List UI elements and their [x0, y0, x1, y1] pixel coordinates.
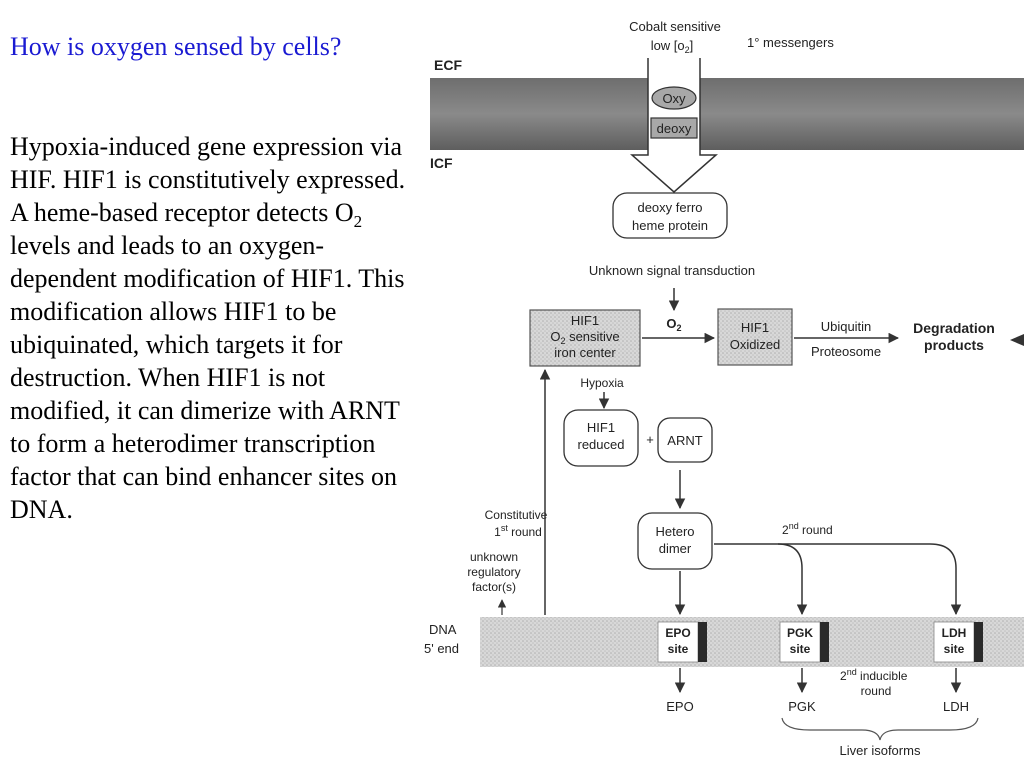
first-round-rest: round [508, 525, 542, 539]
icf-label: ICF [430, 155, 453, 171]
pgk-site-marker [820, 622, 829, 662]
ldh-site-line-2: site [944, 642, 965, 656]
body-text-part-1: Hypoxia-induced gene expression via HIF.… [10, 132, 406, 227]
pgk-site-line-2: site [790, 642, 811, 656]
plus-sign: + [646, 432, 654, 447]
messengers-label: 1° messengers [747, 35, 834, 50]
deoxy-label: deoxy [657, 121, 692, 136]
second-round-num: 2 [782, 523, 789, 537]
first-round-sup: st [501, 523, 509, 533]
ecf-label: ECF [434, 57, 462, 73]
hif1-sensor-o: O [550, 329, 560, 344]
pgk-binding-arrow [714, 543, 808, 616]
cobalt-sensitive-label: Cobalt sensitive [629, 19, 721, 34]
hif1-sensor-rest: sensitive [565, 329, 619, 344]
dna-label: DNA [429, 622, 457, 637]
second-round-rest: round [799, 523, 833, 537]
dna-strand [480, 617, 1024, 667]
hif1-reduced-box [563, 409, 639, 467]
hif1-oxidized-line-2: Oxidized [730, 337, 781, 352]
hypoxia-label: Hypoxia [580, 376, 624, 390]
o2-label: O2 [666, 316, 681, 333]
inducible-num: 2 [840, 669, 847, 683]
hif1-sensor-line-3: iron center [554, 345, 616, 360]
deoxy-box [650, 117, 698, 139]
constitutive-label: Constitutive [485, 508, 548, 522]
heterodimer-line-2: dimer [659, 541, 692, 556]
ldh-site-line-1: LDH [942, 626, 967, 640]
low-o2-sub: 2 [685, 45, 690, 55]
hif1-sensor-line-1: HIF1 [571, 313, 599, 328]
inducible-line-2: round [861, 684, 892, 698]
cell-membrane [430, 78, 1024, 150]
five-prime-end-label: 5' end [424, 641, 459, 656]
oxy-ellipse [651, 86, 697, 110]
ldh-binding-arrow [778, 543, 962, 616]
hif1-sensor-sub: 2 [560, 336, 565, 346]
epo-site-line-1: EPO [665, 626, 690, 640]
pgk-site-box [779, 621, 821, 663]
ldh-site-marker [974, 622, 983, 662]
second-round-sup: nd [789, 521, 799, 531]
inducible-sup: nd [847, 667, 857, 677]
slide-body-text: Hypoxia-induced gene expression via HIF.… [10, 130, 410, 526]
arnt-box [657, 417, 713, 463]
body-o2-subscript: 2 [353, 212, 363, 232]
low-o2-label: low [o2] [651, 38, 694, 55]
liver-isoforms-brace [781, 717, 979, 741]
pgk-site-line-1: PGK [787, 626, 813, 640]
o2-label-pre: O [666, 316, 676, 331]
inducible-line-1: 2nd inducible [840, 667, 908, 683]
hif1-reduced-line-2: reduced [578, 437, 625, 452]
hif-oxygen-sensing-diagram: Cobalt sensitive low [o2] 1° messengers … [424, 19, 1024, 758]
unknown-transduction-label: Unknown signal transduction [589, 263, 755, 278]
degradation-line-2: products [924, 337, 984, 353]
unknown-reg-line-2: regulatory [467, 565, 520, 579]
heterodimer-line-1: Hetero [655, 524, 694, 539]
slide-title: How is oxygen sensed by cells? [10, 32, 342, 61]
epo-output-label: EPO [666, 699, 693, 714]
heterodimer-box [637, 512, 713, 570]
epo-site-line-2: site [668, 642, 689, 656]
epo-site-marker [698, 622, 707, 662]
first-round-label: 1st round [494, 523, 542, 539]
pgk-output-label: PGK [788, 699, 816, 714]
heme-line-1: deoxy ferro [637, 200, 702, 215]
oxy-label: Oxy [662, 91, 686, 106]
liver-isoforms-label: Liver isoforms [840, 743, 921, 758]
hif1-sensor-box [529, 309, 641, 367]
low-o2-post: ] [690, 38, 694, 53]
inducible-rest: inducible [857, 669, 908, 683]
degradation-line-1: Degradation [913, 320, 995, 336]
hif1-reduced-line-1: HIF1 [587, 420, 615, 435]
hif1-sensor-line-2: O2 sensitive [550, 329, 619, 346]
unknown-reg-line-1: unknown [470, 550, 518, 564]
second-round-label: 2nd round [782, 521, 833, 537]
body-text-part-2: levels and leads to an oxygen-dependent … [10, 231, 405, 524]
deoxy-ferro-heme-box [612, 192, 728, 239]
low-o2-pre: low [o [651, 38, 685, 53]
o2-label-sub: 2 [677, 323, 682, 333]
proteosome-label: Proteosome [811, 344, 881, 359]
heme-line-2: heme protein [632, 218, 708, 233]
first-round-num: 1 [494, 525, 501, 539]
ubiquitin-label: Ubiquitin [821, 319, 872, 334]
incoming-arrow-right-edge [1010, 334, 1024, 346]
ldh-output-label: LDH [943, 699, 969, 714]
unknown-reg-line-3: factor(s) [472, 580, 516, 594]
hif1-oxidized-box [717, 308, 793, 366]
hif1-oxidized-line-1: HIF1 [741, 320, 769, 335]
arnt-label: ARNT [667, 433, 702, 448]
